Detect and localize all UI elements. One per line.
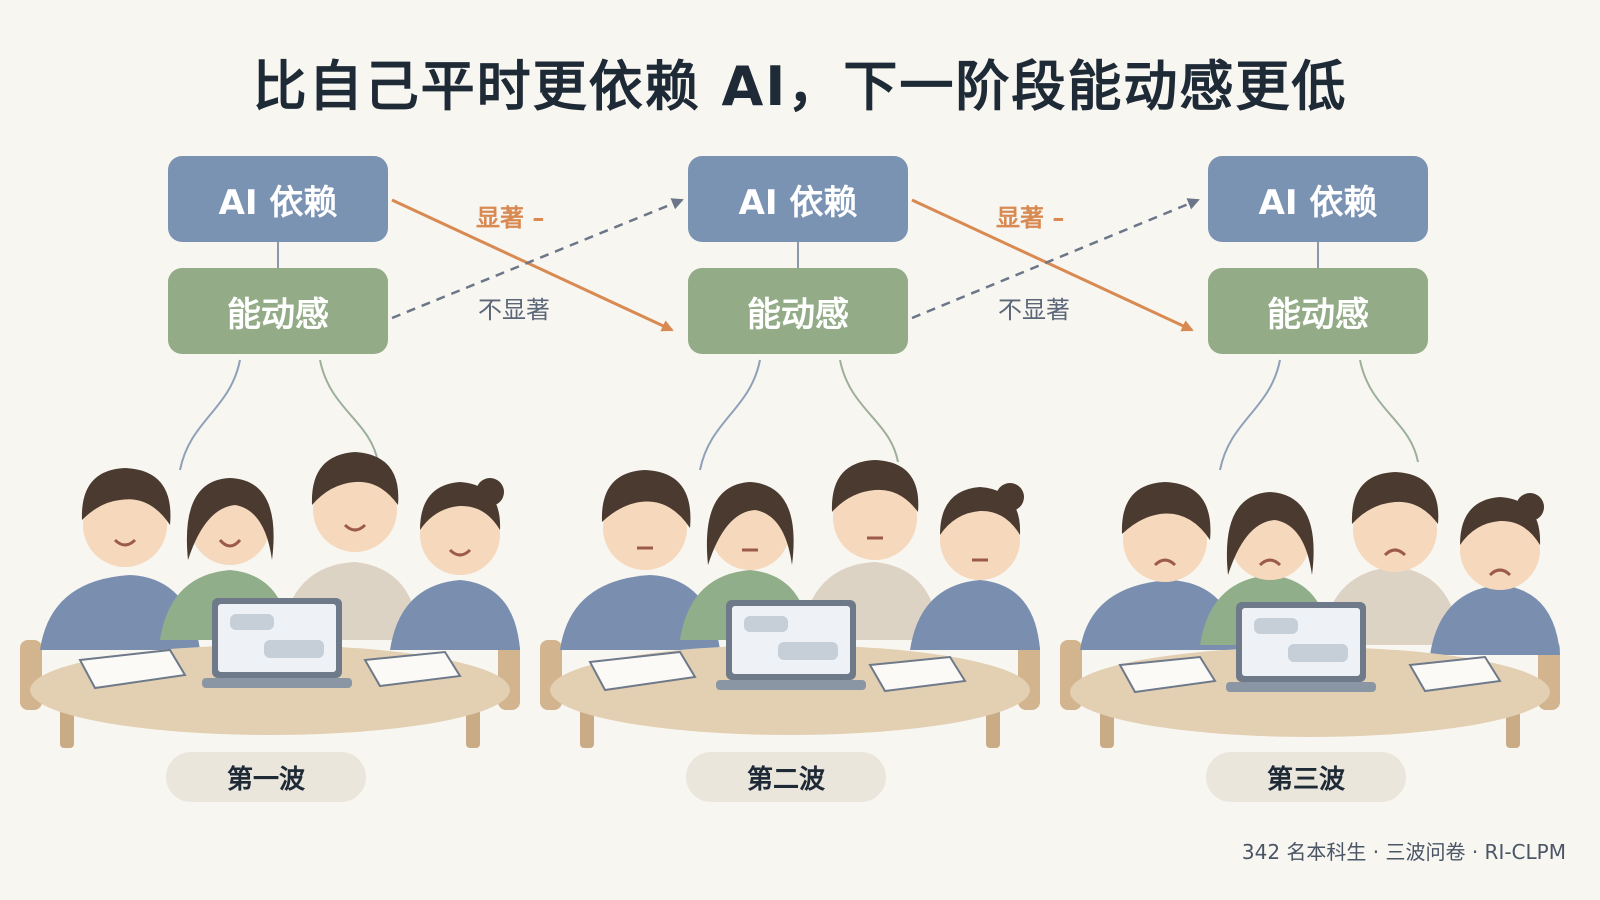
student-body <box>1080 580 1240 650</box>
significant-arrow-2 <box>911 198 1194 332</box>
student-face <box>313 468 397 552</box>
significant-label-2: 显著 – <box>996 204 1065 232</box>
agency-node-wave-3: 能动感 <box>1208 268 1428 354</box>
student-smile <box>343 523 367 532</box>
student-smile <box>448 548 472 557</box>
wave-label-3: 第三波 <box>1206 752 1406 802</box>
bubble-curve-right-3 <box>1359 359 1419 463</box>
student-face <box>833 476 917 560</box>
student-hair <box>1351 472 1439 524</box>
chat-bubble <box>1254 618 1298 634</box>
student-body <box>910 580 1040 650</box>
wave-label-1: 第一波 <box>166 752 366 802</box>
chat-bubble <box>1288 644 1348 662</box>
student-smile <box>218 538 242 548</box>
ai-dependence-node-wave-1: AI 依赖 <box>168 156 388 242</box>
chat-bubble <box>264 640 324 658</box>
student-group-wave-1 <box>20 452 520 748</box>
hair-bun <box>476 478 504 506</box>
chat-bubble <box>230 614 274 630</box>
student-group-wave-2 <box>540 460 1040 748</box>
laptop-base <box>202 678 352 688</box>
student-body <box>1430 585 1560 655</box>
student-hair <box>1121 482 1211 540</box>
agency-node-wave-2: 能动感 <box>688 268 908 354</box>
hair-bun <box>996 483 1024 511</box>
student-body <box>390 580 520 650</box>
student-face <box>420 495 500 575</box>
student-hair <box>706 482 794 565</box>
student-hair <box>186 478 274 560</box>
notebook <box>1408 655 1502 693</box>
chat-bubble <box>778 642 838 660</box>
student-smile <box>113 538 137 547</box>
student-hair <box>831 460 919 512</box>
agency-node-wave-1: 能动感 <box>168 268 388 354</box>
significant-label-1: 显著 – <box>476 204 545 232</box>
nonsignificant-label-1: 不显著 <box>478 296 550 324</box>
student-hair <box>1226 492 1314 575</box>
student-face <box>1353 488 1437 572</box>
nonsignificant-arrow-1 <box>391 198 684 320</box>
chat-bubble <box>744 616 788 632</box>
bubble-curve-left-3 <box>1219 359 1281 471</box>
student-frown <box>1383 548 1407 557</box>
notebook <box>1118 655 1217 694</box>
notebook <box>363 650 462 688</box>
study-footnote: 342 名本科生 · 三波问卷 · RI-CLPM <box>1241 840 1566 864</box>
ai-dependence-node-wave-3: AI 依赖 <box>1208 156 1428 242</box>
student-face <box>940 500 1020 580</box>
wave-label-2: 第二波 <box>686 752 886 802</box>
student-face <box>1460 510 1540 590</box>
student-hair <box>81 468 171 525</box>
laptop-base <box>1226 682 1376 692</box>
student-face <box>1123 498 1207 582</box>
laptop-base <box>716 680 866 690</box>
bubble-curve-right-1 <box>319 359 379 463</box>
student-face <box>603 486 687 570</box>
nonsignificant-arrow-2 <box>911 198 1200 320</box>
student-body <box>40 575 200 650</box>
student-hair <box>311 452 399 505</box>
notebook <box>588 650 697 692</box>
student-frown <box>1153 558 1177 567</box>
bubble-curve-left-1 <box>179 359 241 471</box>
bubble-curve-left-2 <box>699 359 761 471</box>
student-body <box>560 575 720 650</box>
student-frown <box>1488 568 1512 577</box>
student-hair <box>601 470 691 528</box>
bubble-curve-right-2 <box>839 359 899 463</box>
student-frown <box>1258 558 1282 567</box>
notebook <box>78 648 187 690</box>
notebook <box>868 655 967 693</box>
hair-bun <box>1516 493 1544 521</box>
ai-dependence-node-wave-2: AI 依赖 <box>688 156 908 242</box>
nonsignificant-label-2: 不显著 <box>998 296 1070 324</box>
student-group-wave-3 <box>1060 472 1560 748</box>
page-title: 比自己平时更依赖 AI，下一阶段能动感更低 <box>252 55 1348 118</box>
significant-arrow-1 <box>391 198 674 332</box>
